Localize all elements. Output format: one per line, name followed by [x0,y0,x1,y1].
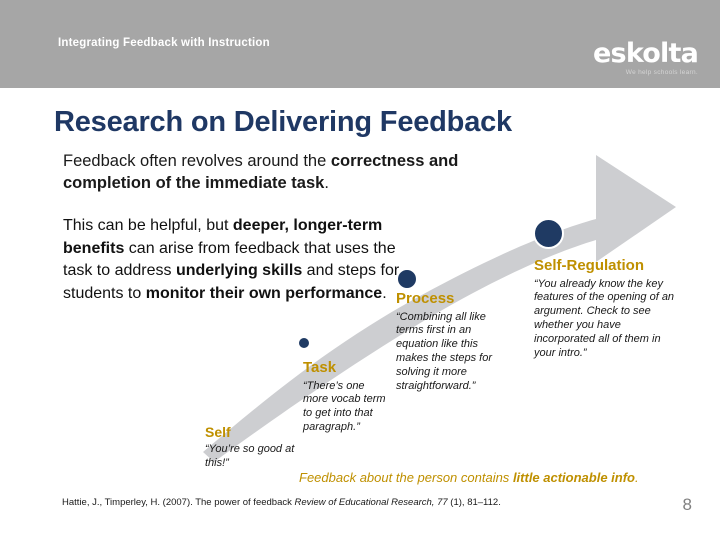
body-text-3: and steps for students to [63,262,400,303]
stage-quote-task: “There’s one more vocab term to get into… [303,379,386,434]
page-title: Research on Delivering Feedback [54,106,512,138]
takeaway-bold: little actionable info [512,470,636,485]
body-text-1: This can be helpful, but [63,217,233,234]
citation-plain-2: (1), 81–112. [447,497,501,508]
takeaway-tail: . [635,470,639,485]
stage-self: Self “You’re so good at this!” [205,424,300,471]
citation-journal: Review of Educational Research, 77 [294,497,448,508]
page-number: 8 [682,495,692,514]
citation-plain-1: Hattie, J., Timperley, H. (2007). The po… [62,497,295,508]
stage-self-regulation: Self-Regulation “You already know the ke… [534,257,684,361]
header-eyebrow: Integrating Feedback with Instruction [58,37,270,49]
stage-dot-process [396,268,418,290]
stage-process: Process “Combining all like terms first … [396,290,501,394]
stage-label-self: Self [205,424,231,440]
stage-quote-self-regulation: “You already know the key features of th… [534,277,675,359]
takeaway-line: Feedback about the person contains littl… [299,470,639,485]
stage-task: Task “There’s one more vocab term to get… [303,359,389,435]
stage-dot-task [297,336,311,350]
takeaway-text: Feedback about the person contains [299,470,513,485]
stage-label-process: Process [396,290,455,307]
logo-wordmark: eskolta [593,38,699,69]
lead-text-1: Feedback often revolves around the [63,152,331,170]
body-text-2: can arise from feedback that uses the ta… [63,239,396,280]
logo-tagline: We help schools learn. [625,69,698,76]
body-paragraph: This can be helpful, but deeper, longer-… [63,215,413,306]
stage-quote-process: “Combining all like terms first in an eq… [396,310,492,392]
lead-paragraph: Feedback often revolves around the corre… [63,150,533,195]
stage-dot-self-regulation [533,218,564,249]
body-bold-1: deeper, longer-term benefits [63,217,383,257]
stage-label-task: Task [303,359,337,376]
citation: Hattie, J., Timperley, H. (2007). The po… [62,497,501,508]
stage-label-self-regulation: Self-Regulation [534,257,645,274]
header-band [0,0,720,88]
lead-text-3: . [324,174,329,193]
lead-bold-2: and completion of the immediate task [63,152,459,193]
body-bold-3: monitor their own performance [145,285,383,303]
body-text-4: . [382,285,387,303]
body-bold-2: underlying skills [175,262,303,280]
eskolta-logo: eskolta We help schools learn. [593,38,699,77]
lead-bold-1: correctness [330,152,425,170]
stage-quote-self: “You’re so good at this!” [205,443,295,470]
